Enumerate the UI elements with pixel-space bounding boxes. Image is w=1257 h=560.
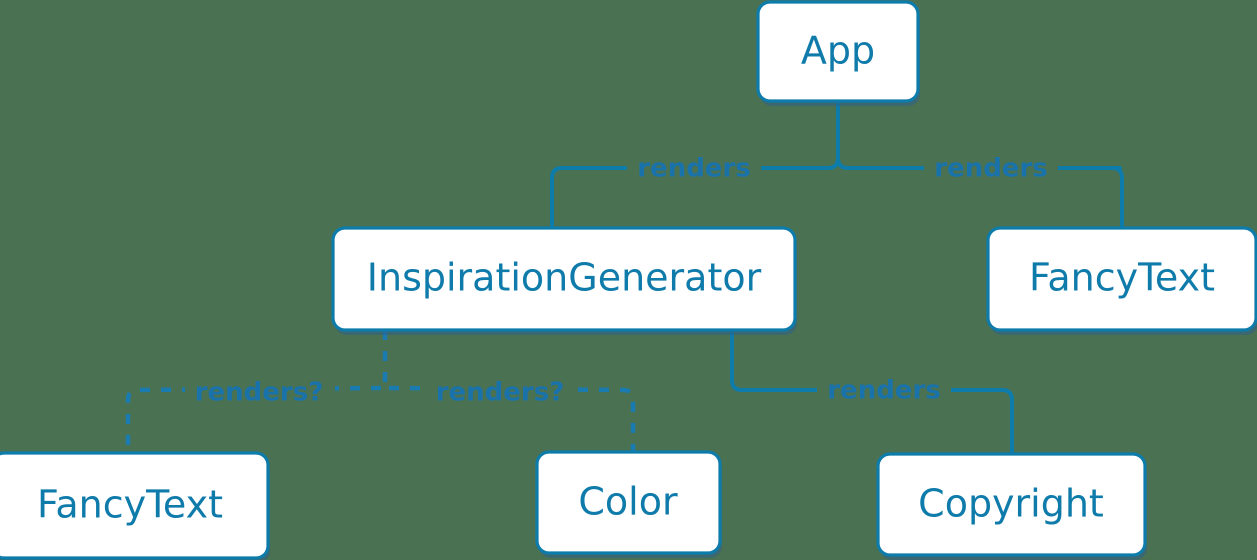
node-fancytext-left-box[interactable] xyxy=(0,451,270,560)
node-copyright[interactable]: Copyright xyxy=(876,452,1147,560)
node-color-label: Color xyxy=(578,480,678,524)
edge-label-bg-1 xyxy=(924,152,1058,184)
edge-app-to-inspirationgenerator xyxy=(550,166,567,230)
edge-label-bg-4 xyxy=(817,374,951,406)
edge-label-layer: renders renders renders? renders? render… xyxy=(185,152,1058,408)
edge-label-inspirationgenerator-copyright: renders xyxy=(827,376,941,406)
edge-app-to-fancytext-right xyxy=(1110,166,1124,230)
edge-inspirationgenerator-to-color xyxy=(388,385,636,452)
edge-inspirationgenerator-to-copyright-tail xyxy=(1000,388,1014,456)
edge-app-trunk-right xyxy=(836,156,1122,170)
node-inspirationgenerator-label: InspirationGenerator xyxy=(367,256,762,300)
node-app-box[interactable] xyxy=(756,0,920,103)
node-copyright-label: Copyright xyxy=(918,482,1104,526)
node-app[interactable]: App xyxy=(756,0,920,106)
node-fancytext-right[interactable]: FancyText xyxy=(986,226,1257,335)
node-fancytext-left[interactable]: FancyText xyxy=(0,451,270,560)
node-fancytext-right-label: FancyText xyxy=(1029,256,1215,300)
node-fancytext-left-label: FancyText xyxy=(37,483,223,527)
node-inspirationgenerator[interactable]: InspirationGenerator xyxy=(331,226,797,335)
edge-label-bg-3 xyxy=(426,376,576,408)
edge-label-app-inspirationgenerator: renders xyxy=(637,154,751,184)
edge-label-inspirationgenerator-color: renders? xyxy=(436,378,565,408)
edge-inspirationgenerator-to-copyright xyxy=(730,328,1004,392)
edge-label-inspirationgenerator-fancytext: renders? xyxy=(195,378,324,408)
node-color-box[interactable] xyxy=(535,450,722,555)
edge-label-bg-0 xyxy=(627,152,761,184)
edge-layer xyxy=(125,99,1124,456)
node-copyright-box[interactable] xyxy=(876,452,1147,557)
node-app-label: App xyxy=(801,29,875,73)
edge-label-bg-2 xyxy=(185,376,335,408)
edge-inspirationgenerator-to-fancytext-left xyxy=(125,385,382,453)
node-fancytext-right-box[interactable] xyxy=(986,226,1257,332)
node-inspirationgenerator-box[interactable] xyxy=(331,226,797,332)
node-color[interactable]: Color xyxy=(535,450,722,558)
edge-label-app-fancytext: renders xyxy=(934,154,1048,184)
